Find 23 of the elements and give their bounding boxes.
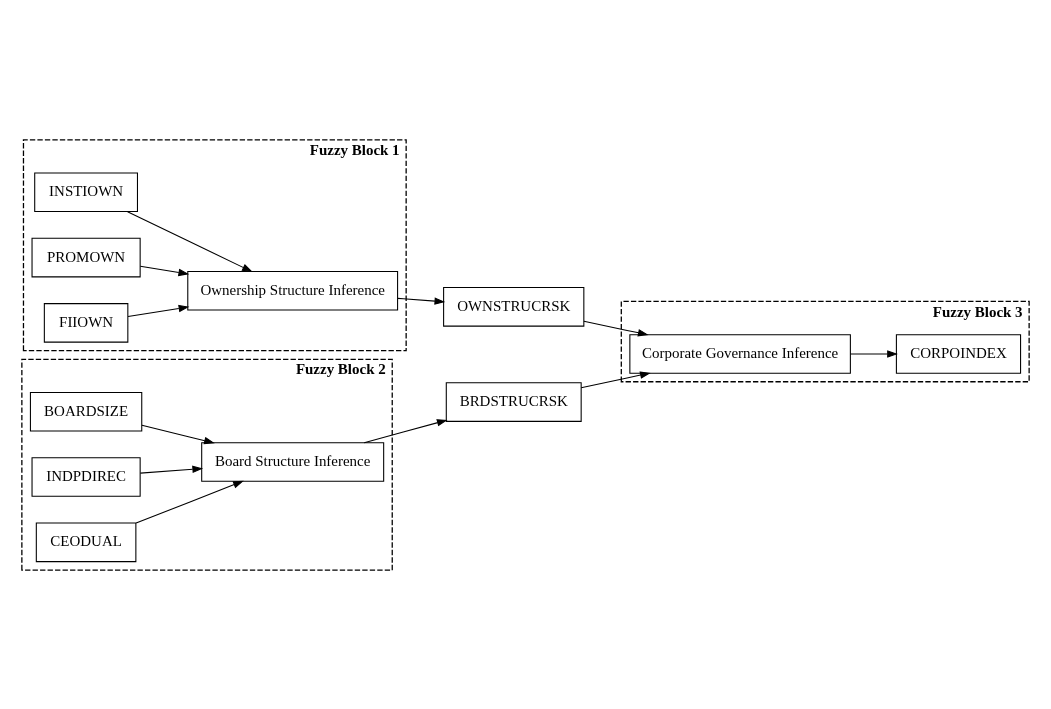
node-box: INSTIOWN (34, 172, 138, 212)
arrow (580, 371, 651, 388)
node-box: Ownership Structure Inference (187, 270, 399, 311)
node-box: FIIOWN (43, 302, 129, 343)
node-box: PROMOWN (31, 237, 141, 277)
arrow (850, 349, 898, 358)
arrow (127, 210, 253, 272)
node-box: CEODUAL (35, 522, 137, 562)
arrow (135, 480, 244, 524)
node-box: Corporate Governance Inference (629, 333, 851, 374)
arrow (397, 296, 446, 305)
arrow (141, 424, 215, 444)
arrow (139, 465, 204, 474)
arrow (363, 418, 448, 443)
node-box: Board Structure Inference (201, 441, 385, 482)
arrow (583, 320, 649, 336)
node-box: OWNSTRUCRSK (443, 286, 585, 327)
node-box: CORPOINDEX (895, 333, 1022, 374)
node-box: INDPDIREC (31, 456, 141, 497)
node-box: BRDSTRUCRSK (445, 381, 582, 422)
node-box: BOARDSIZE (29, 391, 143, 432)
arrow (127, 304, 190, 317)
arrow (139, 265, 190, 276)
